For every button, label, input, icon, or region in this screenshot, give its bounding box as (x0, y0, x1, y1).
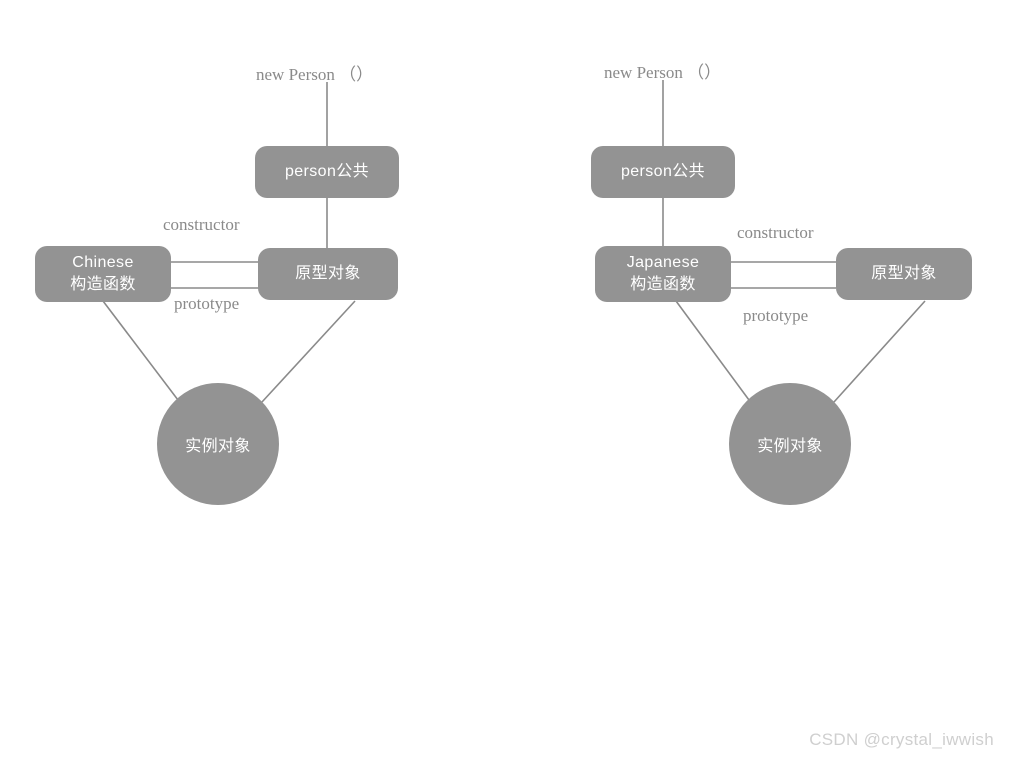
left-constructor-edge-label: constructor (163, 215, 240, 234)
right-person-public-label: person公共 (620, 163, 706, 181)
right-constructor-edge-label: constructor (737, 223, 814, 242)
right-edge-prototype-to-instance (833, 300, 926, 403)
right-constructor-label-line2: 构造函数 (630, 276, 696, 293)
left-constructor-label-line2: 构造函数 (70, 276, 136, 293)
left-constructor-label-line1: Chinese (72, 254, 134, 272)
right-prototype-label: 原型对象 (871, 265, 937, 283)
right-instance-label: 实例对象 (757, 438, 823, 455)
right-edge-constructor-to-instance (675, 300, 750, 401)
left-prototype-label: 原型对象 (295, 265, 361, 283)
left-call-label: new Person （） (256, 65, 374, 84)
left-edge-constructor-to-instance (102, 300, 179, 401)
left-prototype-edge-label: prototype (174, 294, 240, 313)
left-edge-prototype-to-instance (261, 300, 356, 403)
left-constructor-box[interactable]: Chinese 构造函数 (35, 246, 171, 302)
right-instance-circle[interactable]: 实例对象 (729, 383, 851, 505)
left-instance-circle[interactable]: 实例对象 (157, 383, 279, 505)
left-prototype-box[interactable]: 原型对象 (258, 248, 398, 300)
left-person-public-label: person公共 (284, 163, 370, 181)
right-prototype-box[interactable]: 原型对象 (836, 248, 972, 300)
csdn-watermark: CSDN @crystal_iwwish (809, 730, 994, 749)
right-constructor-label-line1: Japanese (626, 254, 700, 272)
right-prototype-edge-label: prototype (743, 306, 809, 325)
right-call-label: new Person （） (604, 63, 722, 82)
right-constructor-box[interactable]: Japanese 构造函数 (595, 246, 731, 302)
left-instance-label: 实例对象 (185, 438, 251, 455)
left-person-public-box[interactable]: person公共 (255, 146, 399, 198)
right-person-public-box[interactable]: person公共 (591, 146, 735, 198)
